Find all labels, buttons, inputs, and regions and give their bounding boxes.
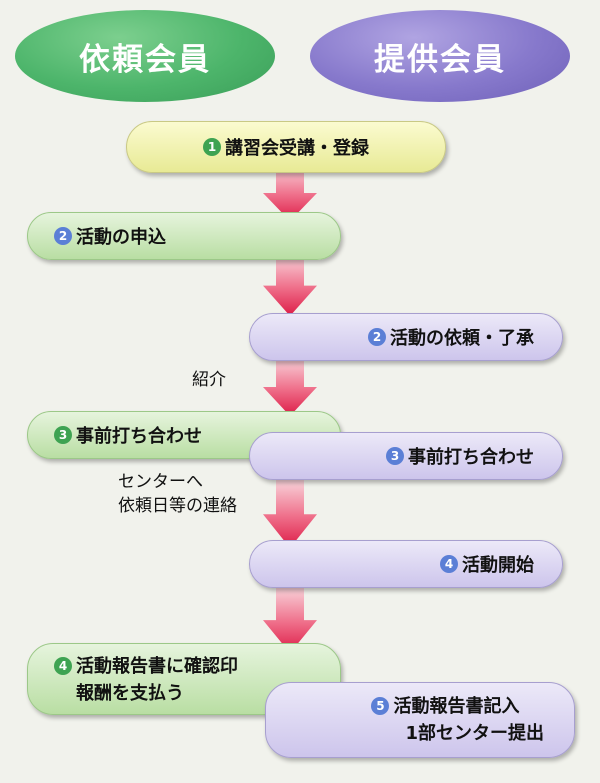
- step-label: 活動の申込: [76, 227, 166, 248]
- step-report-confirmation: 4 活動報告書に確認印 報酬を支払う: [27, 643, 341, 715]
- step-label: 活動の依頼・了承: [390, 328, 534, 349]
- step-activity-application: 2 活動の申込: [27, 212, 341, 260]
- step-report-submission: 5 活動報告書記入 1部センター提出: [265, 682, 575, 758]
- step-number-badge: 3: [386, 447, 404, 465]
- arrow-down-icon: [263, 163, 317, 221]
- step-registration: 1 講習会受講・登録: [126, 121, 446, 173]
- provider-member-header: 提供会員: [310, 10, 570, 102]
- step-number-badge: 2: [54, 227, 72, 245]
- introduction-note: 紹介: [192, 370, 226, 390]
- arrow-down-icon: [263, 356, 317, 416]
- step-number-badge: 1: [203, 138, 221, 156]
- step-activity-start: 4 活動開始: [249, 540, 563, 588]
- step-label-line2: 1部センター提出: [405, 723, 544, 744]
- step-request-acceptance: 2 活動の依頼・了承: [249, 313, 563, 361]
- step-number-badge: 3: [54, 426, 72, 444]
- step-label-line1: 活動報告書に確認印: [76, 656, 238, 677]
- step-label-line2: 報酬を支払う: [76, 683, 184, 704]
- requester-member-header: 依頼会員: [15, 10, 275, 102]
- step-label: 講習会受講・登録: [225, 138, 369, 159]
- contact-note: センターへ 依頼日等の連絡: [118, 472, 237, 516]
- step-label: 事前打ち合わせ: [76, 426, 202, 447]
- step-number-badge: 4: [440, 555, 458, 573]
- step-label: 事前打ち合わせ: [408, 447, 534, 468]
- step-number-badge: 4: [54, 657, 72, 675]
- step-label-line1: 活動報告書記入: [393, 696, 520, 717]
- step-number-badge: 2: [368, 328, 386, 346]
- arrow-down-icon: [263, 253, 317, 316]
- arrow-down-icon: [263, 585, 317, 653]
- step-number-badge: 5: [371, 697, 390, 715]
- step-label: 活動開始: [462, 555, 534, 576]
- step-pre-meeting-provider: 3 事前打ち合わせ: [249, 432, 563, 480]
- arrow-down-icon: [263, 478, 317, 548]
